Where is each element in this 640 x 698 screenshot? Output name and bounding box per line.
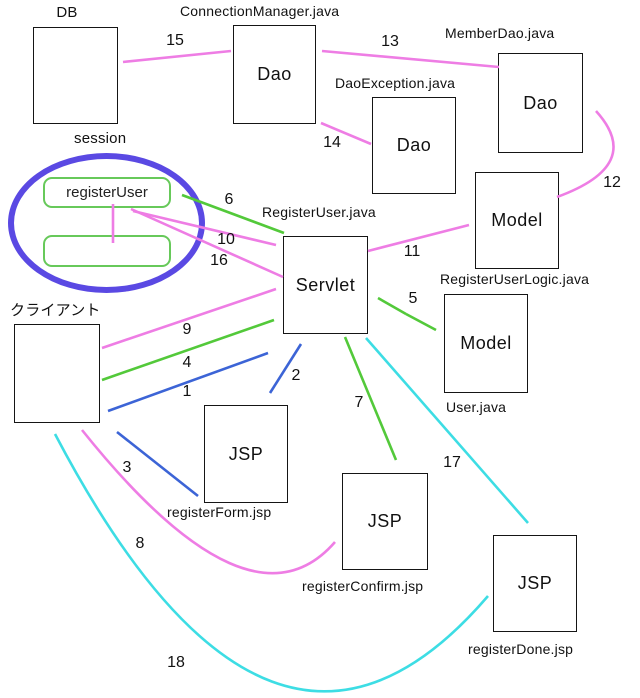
member-dao-box: Dao (498, 53, 583, 153)
arrow-label-5: 5 (408, 290, 418, 307)
session-attribute-register-user: registerUser (43, 177, 171, 208)
connection-manager-dao-label: Dao (257, 64, 292, 84)
session-ellipse (8, 153, 205, 293)
logic-model-caption: RegisterUserLogic.java (440, 271, 590, 287)
register-form-jsp-label: JSP (228, 443, 264, 464)
db-caption: DB (56, 4, 78, 21)
arrow-label-14: 14 (323, 134, 341, 151)
arrow-15 (122, 49, 232, 64)
arrow-9 (101, 287, 277, 350)
client-box (14, 324, 100, 423)
arrow-label-3: 3 (122, 459, 132, 476)
arrow-13 (321, 49, 500, 69)
logic-model-label: Model (491, 210, 543, 230)
arrow-label-1: 1 (182, 383, 192, 400)
arrow-label-12: 12 (603, 174, 621, 191)
arrow-label-15: 15 (166, 32, 184, 49)
client-caption: クライアント (10, 302, 101, 319)
arrow-label-4: 4 (182, 354, 192, 371)
arrow-label-11: 11 (403, 243, 421, 260)
session-attribute-empty (43, 235, 171, 267)
connection-manager-dao-box: Dao (233, 25, 316, 124)
session-caption: session (74, 130, 127, 147)
arrow-label-16: 16 (210, 252, 228, 269)
logic-model-box: Model (475, 172, 559, 269)
servlet-label: Servlet (295, 274, 356, 295)
register-form-jsp-box: JSP (204, 405, 288, 503)
dao-exception-label: Dao (396, 135, 432, 155)
servlet-caption: RegisterUser.java (262, 204, 376, 220)
register-confirm-jsp-label: JSP (367, 511, 403, 531)
servlet-box: Servlet (283, 236, 368, 334)
arrow-label-18: 18 (167, 654, 185, 671)
register-confirm-caption: registerConfirm.jsp (302, 578, 424, 594)
arrow-label-6: 6 (224, 191, 234, 208)
register-done-jsp-label: JSP (517, 573, 553, 593)
arrow-label-2: 2 (291, 367, 301, 384)
register-done-caption: registerDone.jsp (468, 641, 574, 657)
register-done-jsp-box: JSP (493, 535, 577, 632)
register-form-caption: registerForm.jsp (167, 504, 272, 520)
user-model-box: Model (444, 294, 528, 393)
arrow-label-7: 7 (354, 394, 364, 411)
member-dao-caption: MemberDao.java (445, 25, 555, 41)
user-model-label: Model (460, 333, 512, 353)
arrow-5-right (405, 312, 437, 332)
session-attribute-label: registerUser (66, 184, 148, 201)
dao-exception-box: Dao (372, 97, 456, 194)
arrow-label-9: 9 (182, 321, 192, 338)
arrow-label-10: 10 (217, 231, 235, 248)
arrow-label-8: 8 (135, 535, 145, 552)
user-model-caption: User.java (446, 399, 507, 415)
dao-exception-caption: DaoException.java (335, 75, 456, 91)
member-dao-label: Dao (523, 92, 558, 113)
connection-manager-caption: ConnectionManager.java (180, 3, 340, 19)
register-confirm-jsp-box: JSP (342, 473, 428, 570)
arrow-label-13: 13 (381, 33, 399, 50)
db-box (33, 27, 118, 124)
arrow-label-17: 17 (443, 454, 461, 471)
